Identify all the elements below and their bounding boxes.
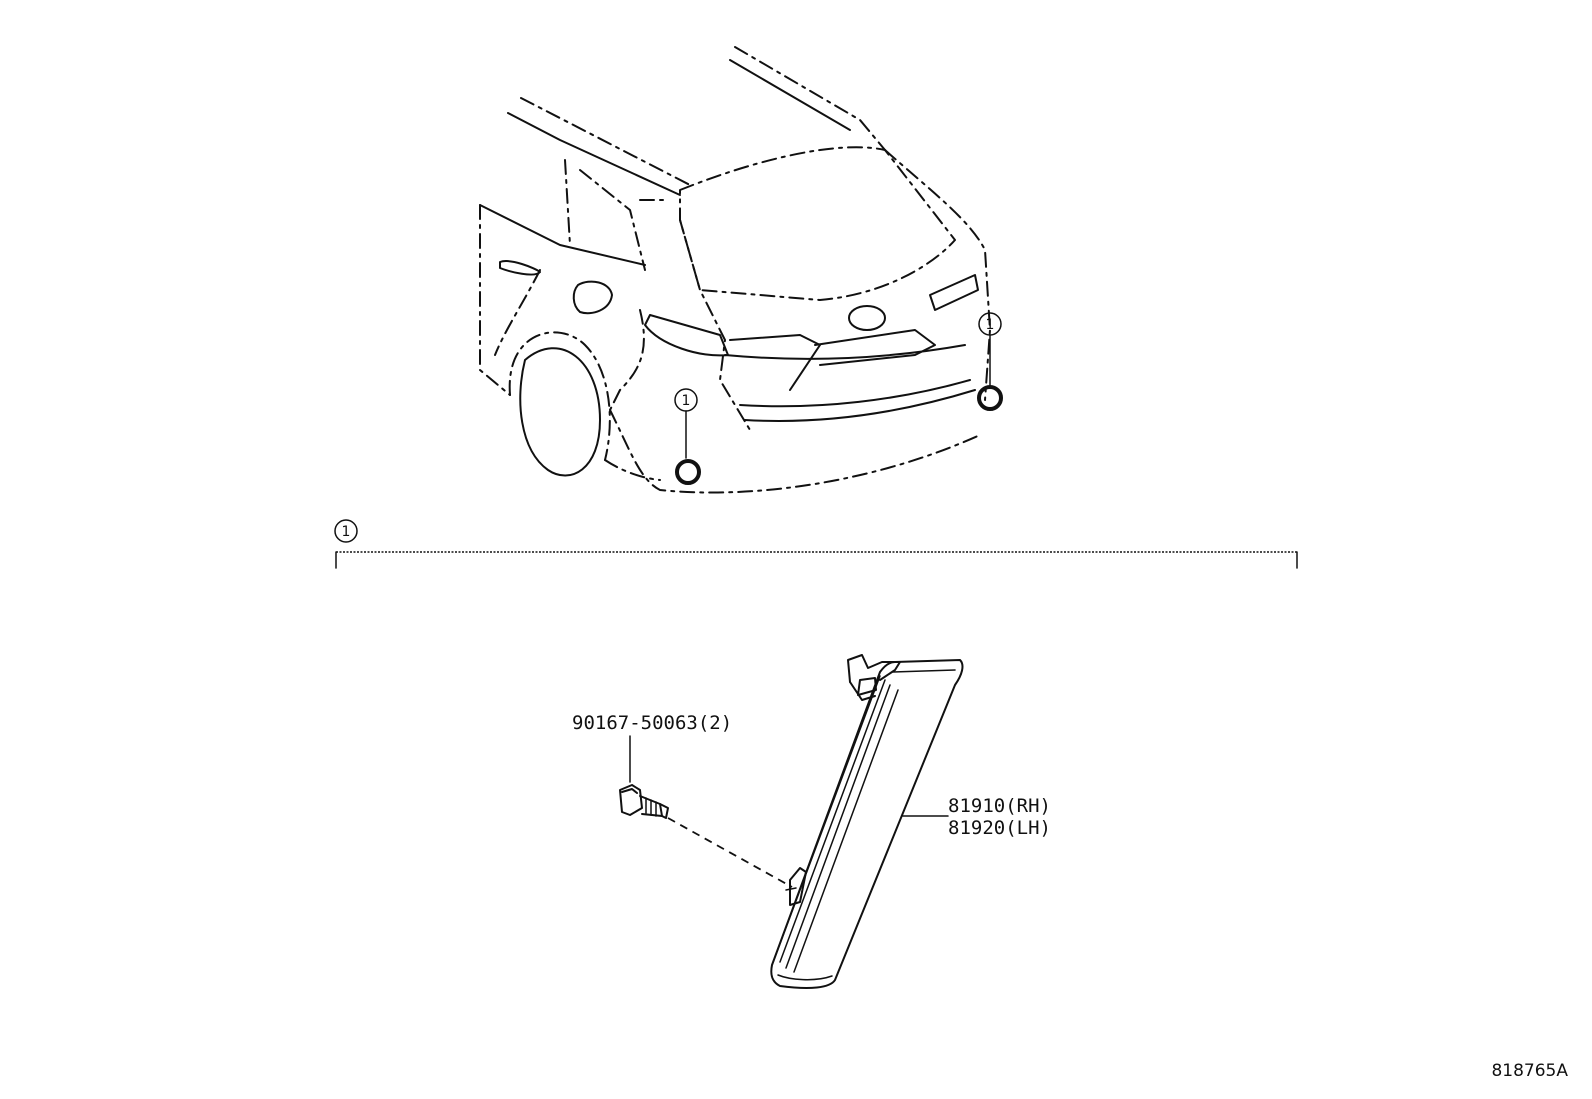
svg-text:1: 1	[986, 317, 995, 333]
svg-text:1: 1	[342, 524, 351, 540]
left-reflector-position-marker	[675, 459, 701, 485]
bolt-install-line	[667, 817, 793, 888]
svg-text:1: 1	[682, 393, 691, 409]
right-reflector-position-marker	[977, 385, 1003, 411]
reflector-lh-label: 81920(LH)	[948, 817, 1051, 839]
reflector-part-label[interactable]: 81910(RH) 81920(LH)	[902, 795, 1051, 839]
rear-reflector-part[interactable]	[770, 654, 964, 989]
callout-right-reflector[interactable]: 1	[977, 312, 1003, 411]
callout-left-reflector[interactable]: 1	[674, 388, 701, 485]
assembly-group-callout[interactable]	[334, 519, 358, 543]
bolt-part-label[interactable]: 90167-50063(2)	[572, 712, 732, 783]
reflector-rh-label: 81910(RH)	[948, 795, 1051, 817]
bolt-part[interactable]	[619, 784, 669, 819]
illustration-code: 818765A	[1491, 1061, 1568, 1081]
vehicle-rear-illustration	[479, 46, 991, 494]
svg-text:90167-50063(2): 90167-50063(2)	[572, 712, 732, 734]
assembly-group-bracket: 1	[334, 519, 1298, 569]
